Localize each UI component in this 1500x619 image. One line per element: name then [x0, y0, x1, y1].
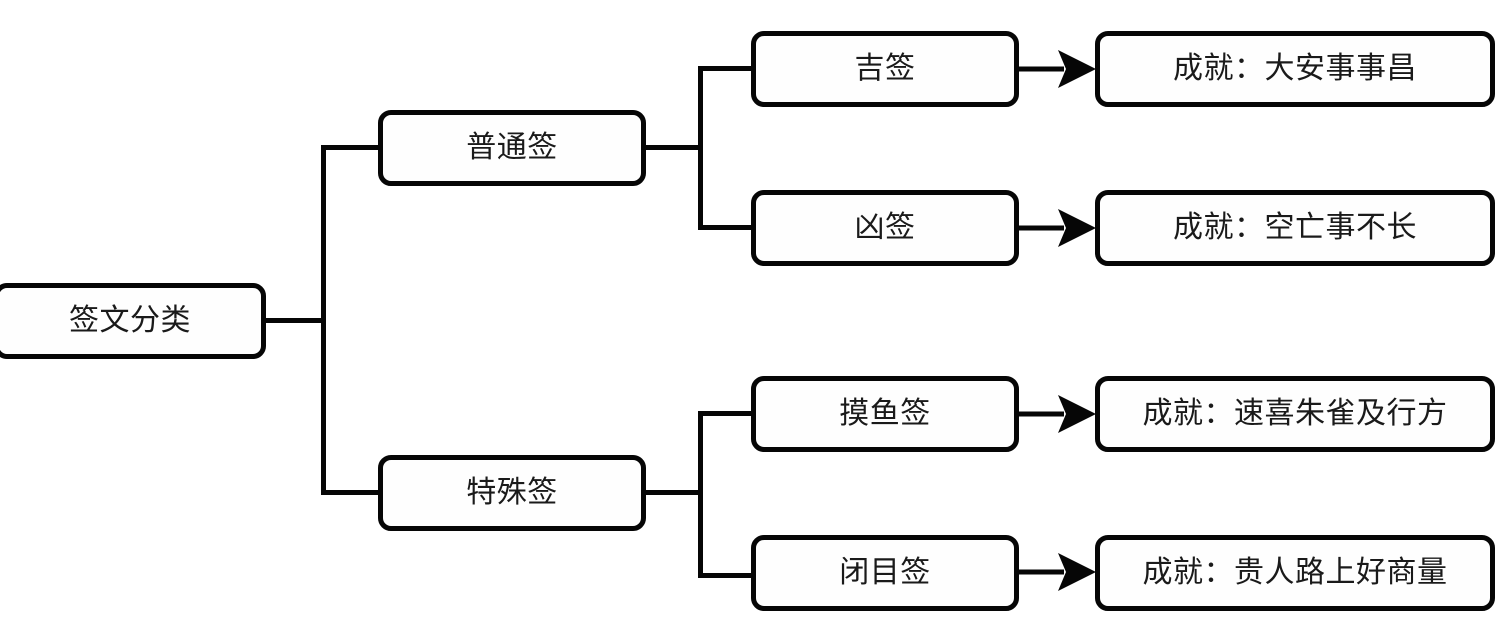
- node-branch-special[interactable]: 特殊签: [378, 455, 646, 531]
- arrow-achievement-2: [1016, 209, 1096, 247]
- node-branch-ordinary[interactable]: 普通签: [378, 110, 646, 186]
- edge-branch-1-to-child-1: [698, 66, 755, 71]
- edge-branch-2-trunk: [698, 411, 703, 574]
- edge-root-to-branch-1: [321, 145, 381, 150]
- node-achievement-kongwang[interactable]: 成就：空亡事不长: [1095, 190, 1495, 266]
- edge-branch-2-to-child-1: [698, 411, 755, 416]
- edge-root-stub: [264, 318, 326, 323]
- arrow-achievement-3: [1016, 395, 1096, 433]
- node-child-eyes-closed[interactable]: 闭目签: [751, 535, 1019, 611]
- node-child-lucky[interactable]: 吉签: [751, 31, 1019, 107]
- node-root[interactable]: 签文分类: [0, 283, 266, 359]
- node-child-slacking[interactable]: 摸鱼签: [751, 376, 1019, 452]
- edge-branch-1-trunk: [698, 66, 703, 230]
- node-achievement-guiren[interactable]: 成就：贵人路上好商量: [1095, 535, 1495, 611]
- edge-branch-2-stub: [643, 490, 703, 495]
- edge-branch-1-to-child-2: [698, 225, 755, 230]
- edge-root-to-branch-2: [321, 490, 381, 495]
- arrow-achievement-4: [1016, 553, 1096, 591]
- node-achievement-daan[interactable]: 成就：大安事事昌: [1095, 31, 1495, 107]
- node-child-unlucky[interactable]: 凶签: [751, 190, 1019, 266]
- arrow-achievement-1: [1016, 50, 1096, 88]
- edge-branch-1-stub: [643, 145, 703, 150]
- edge-branch-2-to-child-2: [698, 573, 755, 578]
- edge-root-trunk: [321, 145, 326, 495]
- node-achievement-suxi[interactable]: 成就：速喜朱雀及行方: [1095, 376, 1495, 452]
